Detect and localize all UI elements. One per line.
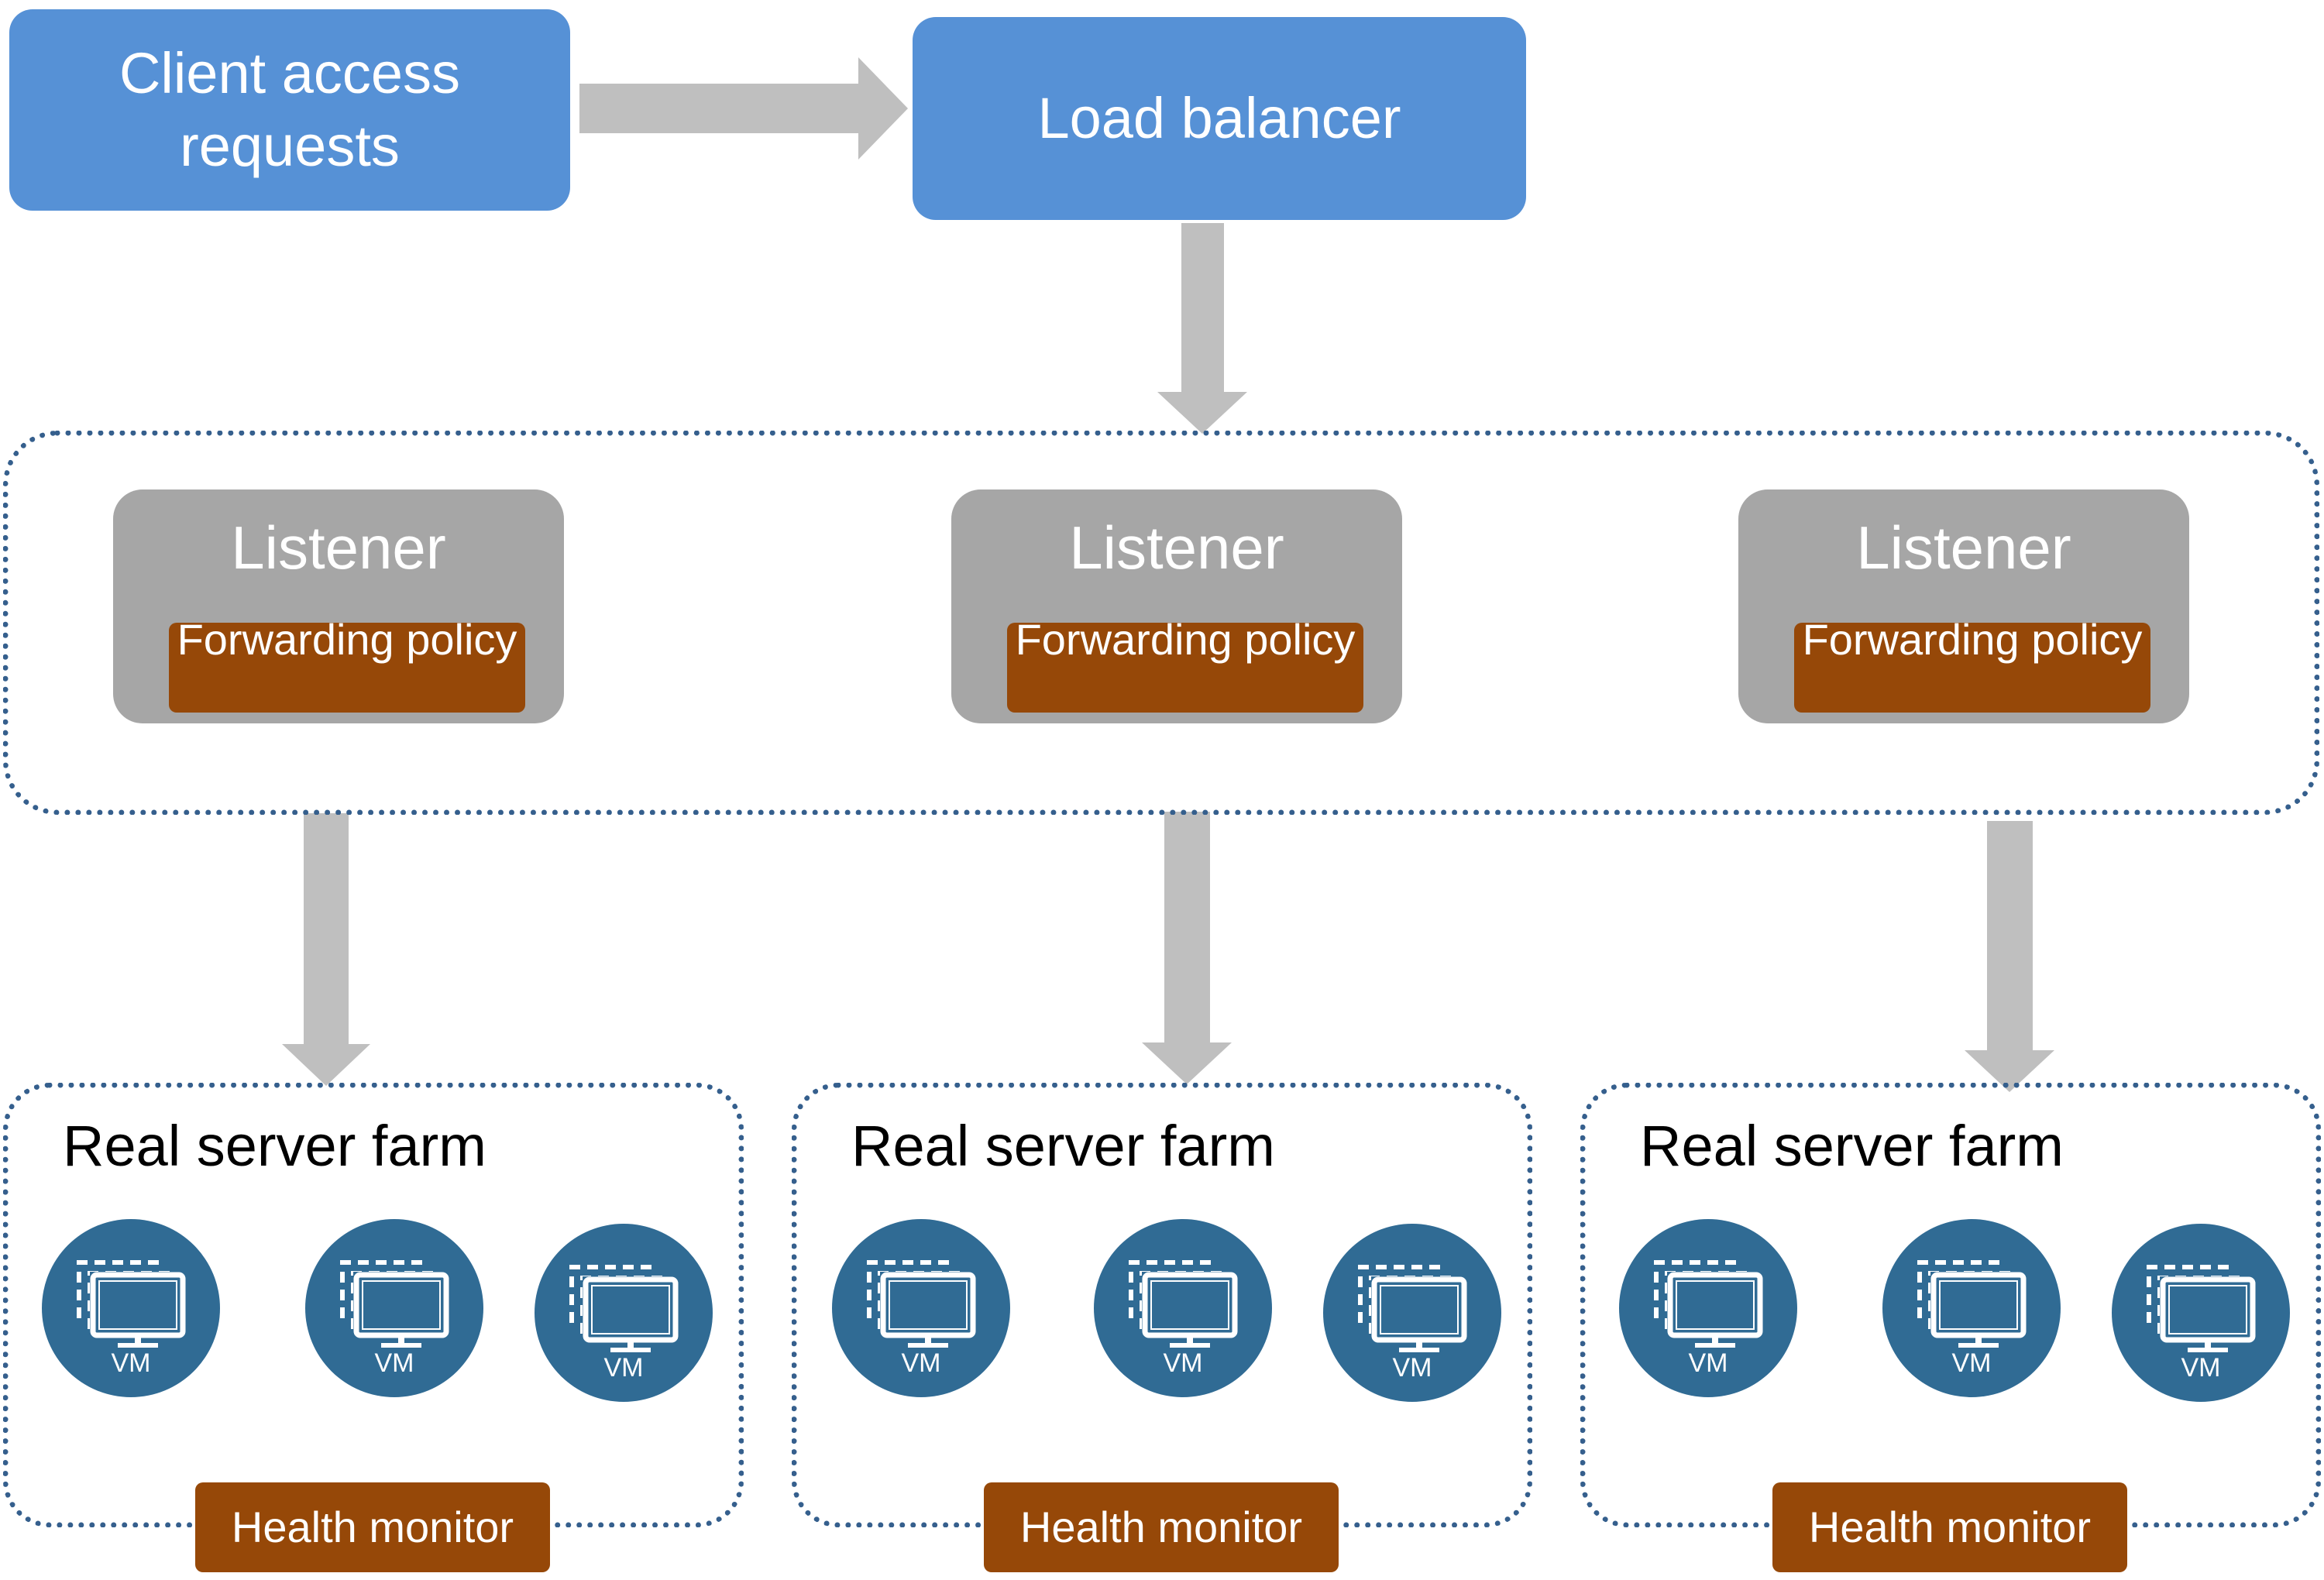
vm-node: VM [1323,1224,1501,1402]
arrow-lb-to-listeners [1157,223,1247,434]
listener-2: Listener Forwarding policy [951,489,1402,723]
vm-node: VM [42,1219,220,1397]
listener-group [3,431,2319,815]
listener-title: Listener [231,514,446,582]
vm-label: VM [901,1348,941,1378]
arrow-to-farm-2 [1142,812,1232,1084]
forwarding-policy: Forwarding policy [1007,615,1363,713]
farm-title: Real server farm [1640,1114,2064,1178]
health-monitor-3: Health monitor [1772,1482,2127,1572]
vm-node: VM [832,1219,1010,1397]
vm-label: VM [1951,1348,1992,1378]
arrow-client-to-lb [579,57,908,160]
arrow-to-farm-1 [282,813,370,1086]
listener-1: Listener Forwarding policy [113,489,564,723]
vm-node: VM [1094,1219,1272,1397]
vm-node: VM [1882,1219,2061,1397]
farm-title: Real server farm [851,1114,1275,1178]
farm-title: Real server farm [63,1114,486,1178]
forwarding-policy: Forwarding policy [1794,615,2150,713]
vm-node: VM [1619,1219,1797,1397]
vm-node: VM [535,1224,713,1402]
vm-node: VM [305,1219,483,1397]
health-monitor-1: Health monitor [195,1482,550,1572]
vm-node: VM [2112,1224,2290,1402]
listener-3: Listener Forwarding policy [1738,489,2189,723]
health-monitor-2: Health monitor [984,1482,1339,1572]
vm-label: VM [1688,1348,1728,1378]
client-access-label: Client access requests [119,41,461,178]
vm-label: VM [2181,1353,2221,1382]
vm-label: VM [1163,1348,1203,1378]
listener-title: Listener [1856,514,2071,582]
vm-label: VM [1392,1353,1432,1382]
arrow-to-farm-3 [1965,821,2054,1092]
forwarding-policy: Forwarding policy [169,615,525,713]
load-balancer-label: Load balancer [1037,86,1401,150]
listener-title: Listener [1069,514,1284,582]
vm-label: VM [374,1348,414,1378]
load-balancer-box: Load balancer [913,17,1526,220]
vm-label: VM [603,1353,644,1382]
vm-label: VM [111,1348,151,1378]
client-access-box: Client access requests [9,9,570,211]
